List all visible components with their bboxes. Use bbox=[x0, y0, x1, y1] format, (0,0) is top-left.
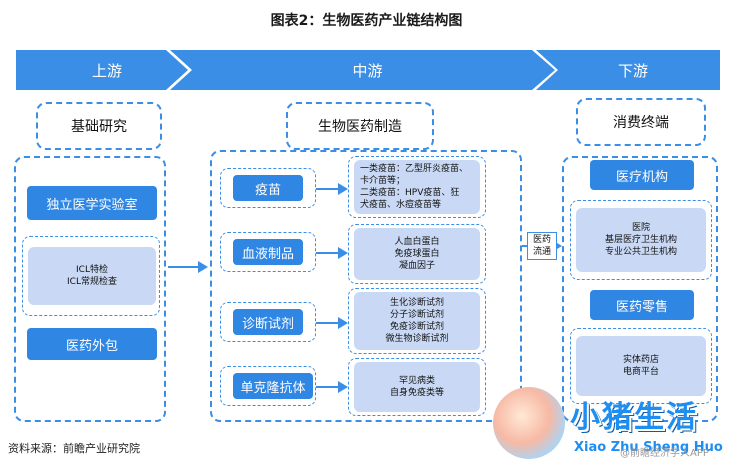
antibody-details: 罕见病类 自身免疫类等 bbox=[354, 362, 480, 412]
stage-upstream-label: 上游 bbox=[91, 61, 122, 80]
chart-title: 图表2：生物医药产业链结构图 bbox=[270, 13, 463, 29]
monoclonal-antibody-box: 单克隆抗体 bbox=[233, 373, 313, 399]
blood-group bbox=[220, 232, 316, 272]
logo-title: 小猪生活 bbox=[570, 400, 698, 435]
diagnostic-detail: 分子诊断试剂 bbox=[389, 310, 444, 320]
vaccine-group bbox=[220, 168, 316, 208]
retail-item: 电商平台 bbox=[622, 367, 659, 377]
medical-items: 医院 基层医疗卫生机构 专业公共卫生机构 bbox=[576, 208, 706, 272]
retail-items-group bbox=[570, 328, 712, 404]
medical-items-group bbox=[570, 200, 712, 280]
arrow-diagnostic-head bbox=[338, 317, 348, 329]
stage-midstream-banner: 中游 bbox=[170, 50, 555, 90]
stage-upstream-banner: 上游 bbox=[16, 50, 188, 90]
lab-items-box: ICL特检 ICL常规检查 bbox=[28, 247, 156, 305]
blood-details-group bbox=[348, 224, 486, 284]
pharma-distribution-label: 医药 流通 bbox=[527, 232, 557, 260]
pharma-retail-box: 医药零售 bbox=[590, 290, 694, 320]
arrow-mid-down-head bbox=[552, 240, 562, 252]
diagnostic-detail: 生化诊断试剂 bbox=[389, 298, 444, 308]
medical-institutions-box: 医疗机构 bbox=[590, 160, 694, 190]
pharma-outsourcing-box: 医药外包 bbox=[27, 328, 157, 360]
arrow-diagnostic bbox=[316, 322, 340, 324]
upstream-panel bbox=[14, 156, 166, 422]
vaccine-detail: 犬疫苗、水痘疫苗等 bbox=[360, 200, 442, 210]
downstream-panel bbox=[562, 156, 718, 422]
independent-lab-box: 独立医学实验室 bbox=[27, 186, 157, 220]
blood-detail: 免疫球蛋白 bbox=[394, 249, 440, 259]
midstream-panel bbox=[210, 150, 522, 422]
vaccine-details: 一类疫苗：乙型肝炎疫苗、 卡介苗等； 二类疫苗：HPV疫苗、狂 犬疫苗、水痘疫苗… bbox=[354, 160, 480, 214]
arrow-blood bbox=[316, 252, 340, 254]
downstream-header: 消费终端 bbox=[576, 98, 706, 146]
flow-label-line: 医药 bbox=[532, 235, 551, 245]
blood-details: 人血白蛋白 免疫球蛋白 凝血因子 bbox=[354, 228, 480, 280]
stage-downstream-label: 下游 bbox=[617, 61, 648, 80]
retail-item: 实体药店 bbox=[622, 355, 659, 365]
vaccine-detail: 卡介苗等； bbox=[360, 176, 406, 186]
mascot-logo-icon bbox=[493, 387, 565, 459]
midstream-header: 生物医药制造 bbox=[286, 102, 434, 150]
vaccine-details-group bbox=[348, 156, 486, 218]
lab-item: ICL特检 bbox=[76, 265, 108, 275]
watermark: @前瞻经济学人APP bbox=[620, 448, 709, 459]
arrow-up-mid bbox=[168, 266, 200, 268]
blood-products-box: 血液制品 bbox=[233, 239, 303, 265]
medical-item: 医院 bbox=[631, 223, 650, 233]
vaccine-box: 疫苗 bbox=[233, 175, 303, 201]
diagnostic-detail: 免疫诊断试剂 bbox=[389, 322, 444, 332]
antibody-group bbox=[220, 366, 316, 406]
stage-midstream-label: 中游 bbox=[352, 61, 383, 80]
arrow-blood-head bbox=[338, 247, 348, 259]
source-note: 资料来源：前瞻产业研究院 bbox=[8, 442, 140, 455]
arrow-vaccine bbox=[316, 188, 340, 190]
diagnostic-details: 生化诊断试剂 分子诊断试剂 免疫诊断试剂 微生物诊断试剂 bbox=[354, 292, 480, 350]
upstream-header: 基础研究 bbox=[36, 102, 162, 150]
diagnostic-reagents-box: 诊断试剂 bbox=[233, 309, 303, 335]
logo-subtitle: Xiao Zhu Sheng Huo bbox=[574, 440, 723, 455]
lab-item: ICL常规检查 bbox=[67, 277, 117, 287]
retail-items: 实体药店 电商平台 bbox=[576, 336, 706, 396]
arrow-antibody-head bbox=[338, 381, 348, 393]
stage-downstream-banner: 下游 bbox=[536, 50, 720, 90]
diagnostic-group bbox=[220, 302, 316, 342]
arrow-vaccine-head bbox=[338, 183, 348, 195]
medical-item: 专业公共卫生机构 bbox=[604, 247, 677, 257]
arrow-antibody bbox=[316, 386, 340, 388]
arrow-up-mid-head bbox=[198, 261, 208, 273]
medical-item: 基层医疗卫生机构 bbox=[604, 235, 677, 245]
diagnostic-details-group bbox=[348, 288, 486, 354]
blood-detail: 凝血因子 bbox=[398, 261, 435, 271]
vaccine-detail: 一类疫苗：乙型肝炎疫苗、 bbox=[360, 164, 469, 174]
vaccine-detail: 二类疫苗：HPV疫苗、狂 bbox=[360, 188, 460, 198]
antibody-detail: 罕见病类 bbox=[398, 376, 435, 386]
antibody-detail: 自身免疫类等 bbox=[389, 388, 444, 398]
antibody-details-group bbox=[348, 358, 486, 416]
lab-items-group bbox=[22, 236, 160, 316]
diagnostic-detail: 微生物诊断试剂 bbox=[385, 334, 449, 344]
flow-label-line: 流通 bbox=[532, 247, 551, 257]
blood-detail: 人血白蛋白 bbox=[394, 237, 440, 247]
